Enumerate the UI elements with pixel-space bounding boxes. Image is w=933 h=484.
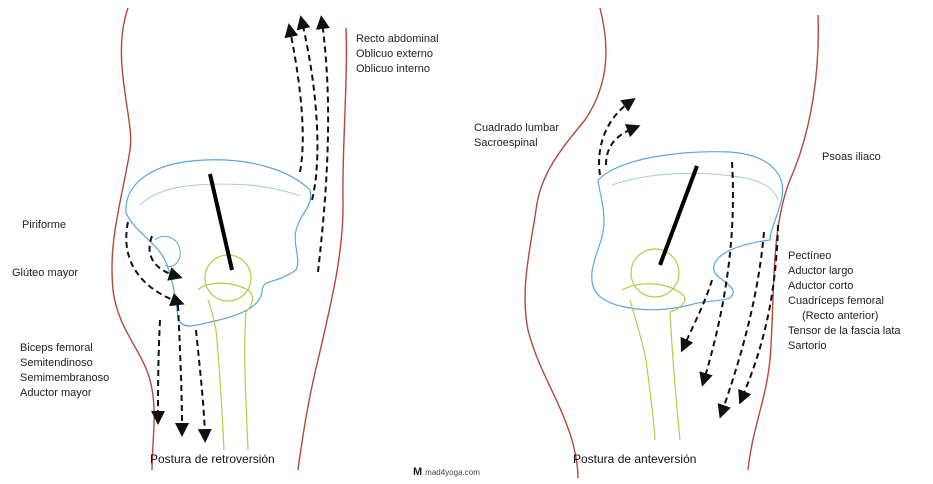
label-recto-abdominal: Recto abdominal <box>356 32 439 47</box>
right-pelvic-axis <box>660 166 697 265</box>
caption-retroversion: Postura de retroversión <box>150 452 275 466</box>
caption-anteversion: Postura de anteversión <box>573 452 696 466</box>
label-biceps-femoral: Biceps femoral <box>20 341 109 356</box>
right-lumbar-labels: Cuadrado lumbar Sacroespinal <box>474 121 559 151</box>
watermark-text: mad4yoga.com <box>425 468 480 477</box>
left-arrow-abdominal-2 <box>302 22 317 200</box>
label-cuadrado-lumbar: Cuadrado lumbar <box>474 121 559 136</box>
left-pelvis-inner <box>140 184 300 205</box>
label-semimembranoso: Semimembranoso <box>20 371 109 386</box>
label-sacroespinal: Sacroespinal <box>474 136 559 151</box>
label-oblicuo-externo: Oblicuo externo <box>356 47 439 62</box>
label-recto-anterior: (Recto anterior) <box>788 309 901 324</box>
right-arrow-cuadriceps <box>722 232 764 412</box>
label-gluteo-mayor: Glúteo mayor <box>12 266 78 281</box>
right-front-contour <box>748 15 818 470</box>
left-abdominal-labels: Recto abdominal Oblicuo externo Oblicuo … <box>356 32 439 77</box>
label-pectineo: Pectíneo <box>788 249 901 264</box>
label-sartorio: Sartorio <box>788 339 901 354</box>
label-aductor-mayor: Aductor mayor <box>20 386 109 401</box>
left-arrow-abdominal-1 <box>290 30 303 172</box>
left-arrow-hamstring-3 <box>196 330 205 436</box>
left-hamstring-labels: Biceps femoral Semitendinoso Semimembran… <box>20 341 109 401</box>
left-arrow-hamstring-1 <box>158 320 160 418</box>
right-pelvis-inner <box>612 173 778 200</box>
label-oblicuo-interno: Oblicuo interno <box>356 62 439 77</box>
right-back-contour <box>525 8 606 478</box>
watermark-logo: M <box>413 466 422 478</box>
label-tensor-fascia-lata: Tensor de la fascia lata <box>788 324 901 339</box>
right-anterior-labels: Pectíneo Aductor largo Aductor corto Cua… <box>788 249 901 354</box>
right-femur <box>622 284 685 440</box>
left-front-contour <box>298 28 346 470</box>
right-pelvis <box>592 152 783 310</box>
left-femur <box>198 283 252 450</box>
right-arrow-pectineo <box>684 280 712 346</box>
right-arrow-psoas <box>704 162 733 380</box>
label-aductor-corto: Aductor corto <box>788 279 901 294</box>
right-arrow-lumbar-2 <box>606 128 634 165</box>
label-cuadriceps-femoral: Cuadríceps femoral <box>788 294 901 309</box>
label-aductor-largo: Aductor largo <box>788 264 901 279</box>
left-femoral-head <box>205 255 251 301</box>
right-femoral-head <box>631 249 679 297</box>
left-pelvis <box>126 160 311 326</box>
label-piriforme: Piriforme <box>22 218 66 233</box>
left-arrow-piriforme <box>126 222 178 302</box>
label-semitendinoso: Semitendinoso <box>20 356 109 371</box>
label-psoas-iliaco: Psoas iliaco <box>822 150 881 165</box>
left-arrow-abdominal-3 <box>318 22 328 272</box>
